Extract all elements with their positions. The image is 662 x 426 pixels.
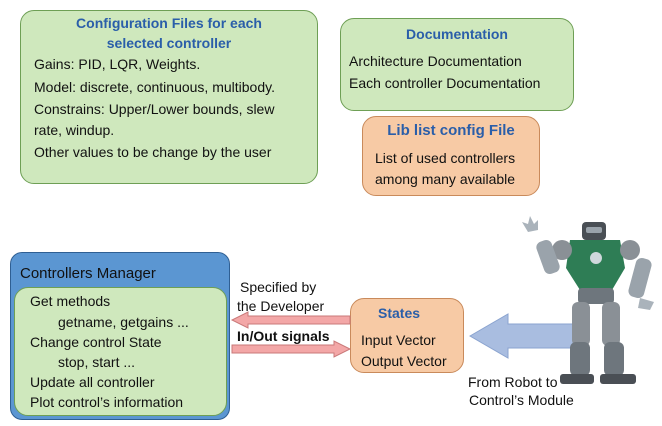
controllers-manager-title: Controllers Manager xyxy=(20,265,156,282)
config-line-gains: Gains: PID, LQR, Weights. xyxy=(34,56,201,72)
lib-list-line-available: among many available xyxy=(375,171,516,187)
manager-line-plot: Plot control’s information xyxy=(30,394,184,410)
label-controls-module: Control’s Module xyxy=(469,392,574,408)
states-title: States xyxy=(378,305,421,321)
config-files-box xyxy=(20,10,318,184)
documentation-line-controller: Each controller Documentation xyxy=(349,75,541,91)
config-title-line2: selected controller xyxy=(106,35,232,51)
config-title-line1: Configuration Files for each xyxy=(76,15,262,31)
config-line-other: Other values to be change by the user xyxy=(34,144,272,160)
lib-list-box xyxy=(362,116,540,196)
documentation-line-architecture: Architecture Documentation xyxy=(349,53,522,69)
lib-list-title: Lib list config File xyxy=(387,122,515,139)
manager-line-getname: getname, getgains ... xyxy=(58,314,189,330)
controllers-manager-inner-box xyxy=(14,287,227,416)
arrow-to-states xyxy=(231,340,352,358)
manager-line-change-state: Change control State xyxy=(30,334,162,350)
lib-list-line-used: List of used controllers xyxy=(375,150,516,166)
manager-line-update: Update all controller xyxy=(30,374,155,390)
documentation-title: Documentation xyxy=(406,26,508,42)
arrow-robot-to-states xyxy=(469,313,581,359)
label-the-developer: the Developer xyxy=(237,298,325,314)
config-line-model: Model: discrete, continuous, multibody. xyxy=(34,79,275,95)
manager-line-get-methods: Get methods xyxy=(30,293,111,309)
states-line-output: Output Vector xyxy=(361,353,447,369)
label-inout-signals: In/Out signals xyxy=(237,328,330,344)
states-line-input: Input Vector xyxy=(361,332,436,348)
label-from-robot: From Robot to xyxy=(468,374,558,390)
arrow-to-manager xyxy=(230,311,351,329)
config-line-constrains: Constrains: Upper/Lower bounds, slew xyxy=(34,101,275,117)
documentation-box xyxy=(340,18,574,111)
robot-illustration xyxy=(522,216,654,384)
label-specified-by: Specified by xyxy=(240,279,317,295)
manager-line-stop-start: stop, start ... xyxy=(58,354,136,370)
config-line-windup: rate, windup. xyxy=(34,122,115,138)
states-box xyxy=(350,298,464,373)
